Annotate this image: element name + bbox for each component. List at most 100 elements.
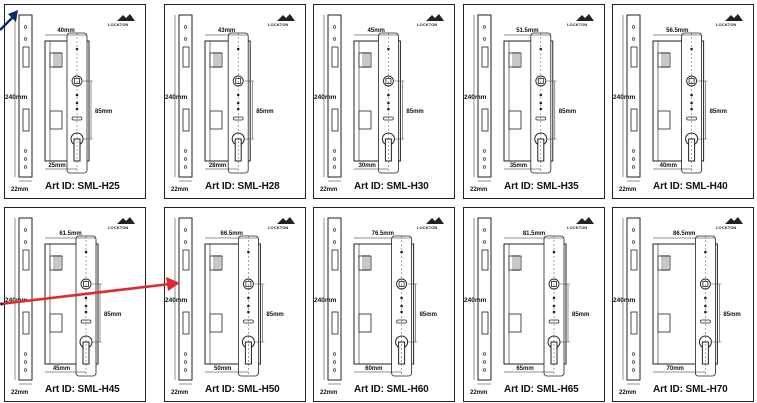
brand-name: LOCKTON [108,22,129,27]
faceplate-screw-hole [23,165,28,169]
faceplate-screw-hole [631,149,636,153]
face-width-label: 22mm [470,390,488,396]
height-dimension-label: 240mm [165,94,188,101]
faceplate-screw-hole [183,240,188,244]
top-dimension-label: 43mm [218,28,235,34]
deadbolt [209,110,223,130]
faceplate-screw-hole [631,37,636,41]
deadbolt [657,110,671,130]
faceplate-screw-hole [23,149,28,153]
faceplate-screw-hole [332,165,337,169]
faceplate-screw-hole [482,157,487,161]
faceplate-screw-hole [631,368,636,372]
faceplate-bolt-slot [22,108,30,132]
face-width-label: 22mm [619,187,637,193]
top-dimension-label: 76.5mm [372,231,394,237]
faceplate-screw-hole [23,368,28,372]
top-dimension-label: 61.5mm [59,231,81,237]
backset-dimension-label: 65mm [516,366,533,372]
faceplate-screw-hole [631,360,636,364]
art-id-label: Art ID: SML-H45 [45,384,120,395]
brand-name: LOCKTON [108,225,129,230]
faceplate-latch-slot [22,249,30,271]
faceplate-bolt-slot [22,311,30,335]
deadbolt [508,313,522,333]
faceplate-screw-hole [183,149,188,153]
face-width-label: 22mm [171,390,189,396]
art-id-label: Art ID: SML-H30 [354,181,429,192]
faceplate-screw-hole [183,157,188,161]
faceplate-latch-slot [481,249,489,271]
center-dimension-label: 85mm [572,312,589,318]
brand-logo-icon [273,13,299,27]
faceplate-screw-hole [631,25,636,29]
faceplate-screw-hole [332,25,337,29]
faceplate-bolt-slot [481,108,489,132]
faceplate-bolt-slot [331,311,339,335]
brand-logo-icon [572,216,598,230]
faceplate-screw-hole [23,157,28,161]
faceplate-latch-slot [182,249,190,271]
center-dimension-label: 85mm [559,109,576,115]
art-id-label: Art ID: SML-H35 [504,181,579,192]
brand-name: LOCKTON [716,225,737,230]
faceplate-screw-hole [482,165,487,169]
faceplate-screw-hole [482,228,487,232]
height-dimension-label: 240mm [5,297,28,304]
faceplate-screw-hole [332,37,337,41]
backset-dimension-label: 50mm [214,366,231,372]
center-dimension-label: 85mm [266,312,283,318]
deadbolt [209,313,223,333]
faceplate-screw-hole [183,360,188,364]
deadbolt [657,313,671,333]
faceplate-screw-hole [631,228,636,232]
faceplate-screw-hole [332,240,337,244]
top-dimension-label: 56.5mm [666,28,688,34]
faceplate-latch-slot [630,46,638,68]
faceplate-screw-hole [183,25,188,29]
faceplate-bolt-slot [630,311,638,335]
backset-dimension-label: 60mm [365,366,382,372]
brand-name: LOCKTON [567,22,588,27]
brand-logo-icon [273,216,299,230]
art-id-label: Art ID: SML-H50 [205,384,280,395]
faceplate-screw-hole [631,352,636,356]
faceplate-bolt-slot [182,311,190,335]
height-dimension-label: 240mm [5,94,28,101]
brand-logo-icon [422,216,448,230]
faceplate-screw-hole [23,352,28,356]
art-id-label: Art ID: SML-H28 [205,181,280,192]
face-width-label: 22mm [171,187,189,193]
faceplate-latch-slot [331,46,339,68]
center-dimension-label: 85mm [723,312,740,318]
deadbolt [508,110,522,130]
brand-name: LOCKTON [417,22,438,27]
face-width-label: 22mm [11,390,29,396]
faceplate-screw-hole [183,368,188,372]
brand-logo-icon [422,13,448,27]
face-width-label: 22mm [470,187,488,193]
height-dimension-label: 240mm [613,94,636,101]
top-dimension-label: 45mm [368,28,385,34]
top-dimension-label: 81.5mm [523,231,545,237]
faceplate-screw-hole [332,352,337,356]
faceplate-screw-hole [482,240,487,244]
deadbolt [358,110,372,130]
art-id-label: Art ID: SML-H70 [653,384,728,395]
